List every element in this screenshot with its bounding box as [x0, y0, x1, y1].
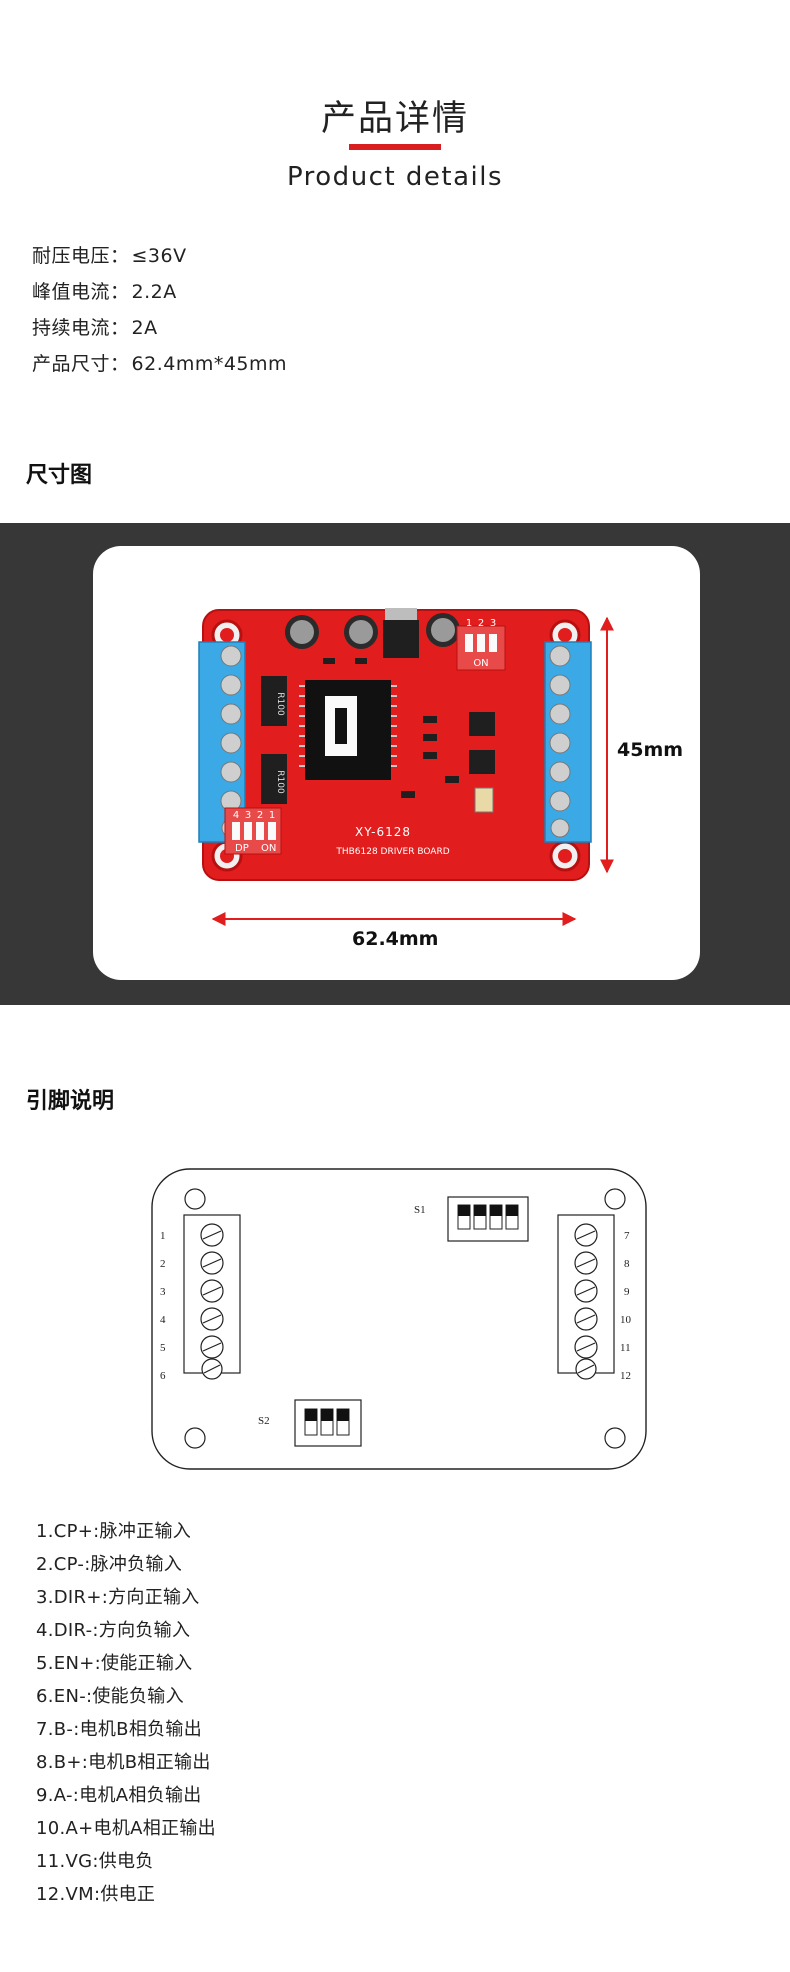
capacitor-icon [426, 613, 460, 647]
pin-description: 6.EN-:使能负输入 [36, 1686, 184, 1707]
mount-hole-icon [549, 840, 581, 872]
dimension-card: R100 R100 [93, 546, 700, 980]
pin-description: 8.B+:电机B相正输出 [36, 1752, 211, 1773]
dip-on-label: ON [473, 658, 488, 669]
spec-voltage: 耐压电压：≤36V [32, 245, 187, 267]
smd-components [323, 658, 459, 798]
pinout-drawing: S1 S2 1 2 3 4 5 6 7 8 9 10 11 12 [151, 1168, 647, 1470]
pin-number-label: 10 [620, 1314, 632, 1326]
s1-dip-switch [447, 1196, 529, 1242]
s1-label: S1 [414, 1204, 426, 1216]
page-subtitle: Product details [286, 162, 504, 192]
spec-size: 产品尺寸：62.4mm*45mm [32, 353, 288, 375]
spec-peak-current: 峰值电流：2.2A [32, 281, 177, 303]
right-terminal-block [544, 641, 592, 843]
regulator-chip [383, 608, 419, 658]
resistor-label: R100 [275, 770, 285, 794]
dip-label: 3 [490, 618, 496, 629]
pin-description: 2.CP-:脉冲负输入 [36, 1554, 183, 1575]
pin-description: 5.EN+:使能正输入 [36, 1653, 193, 1674]
width-dimension-label: 62.4mm [352, 928, 439, 950]
pin-number-label: 1 [160, 1230, 166, 1242]
dip-label: 4 [233, 810, 239, 821]
dip-label: 2 [478, 618, 484, 629]
right-screw-slots [576, 1230, 596, 1374]
title-underline [349, 144, 441, 150]
pin-number-label: 3 [160, 1286, 166, 1298]
pin-description: 4.DIR-:方向负输入 [36, 1620, 191, 1641]
dip-label: 3 [245, 810, 251, 821]
section-title-dimensions: 尺寸图 [26, 463, 93, 488]
pin-description: 10.A+电机A相正输出 [36, 1818, 216, 1839]
page-title: 产品详情 [320, 99, 469, 139]
resistor [261, 676, 287, 726]
pin-description: 7.B-:电机B相负输出 [36, 1719, 203, 1740]
dip-switch-right: 1 2 3 ON [456, 618, 506, 671]
spec-continuous-current: 持续电流：2A [32, 317, 158, 339]
pin-number-label: 5 [160, 1342, 166, 1354]
pin-number-label: 7 [624, 1230, 630, 1242]
capacitor-icon [344, 615, 378, 649]
board-name-text: THB6128 DRIVER BOARD [335, 847, 449, 857]
dip-on-label: ON [261, 843, 276, 854]
height-dimension-label: 45mm [617, 739, 684, 761]
pinout-diagram: S1 S2 1 2 3 4 5 6 7 8 9 10 11 12 [150, 1167, 648, 1472]
dip-label: 1 [269, 810, 275, 821]
dip-label: 1 [466, 618, 472, 629]
pin-description: 9.A-:电机A相负输出 [36, 1785, 202, 1806]
pin-number-label: 4 [160, 1314, 166, 1326]
driver-ic [299, 680, 397, 780]
pin-number-label: 9 [624, 1286, 630, 1298]
resistor-label: R100 [275, 692, 285, 716]
pin-number-label: 8 [624, 1258, 630, 1270]
section-title-pinout: 引脚说明 [26, 1089, 115, 1114]
left-screw-slots [202, 1230, 222, 1374]
pin-description: 11.VG:供电负 [36, 1851, 154, 1872]
pin-number-label: 12 [620, 1370, 631, 1382]
optocoupler [469, 712, 495, 736]
s2-label: S2 [258, 1415, 270, 1427]
fuse [474, 787, 494, 813]
pin-number-label: 11 [620, 1342, 631, 1354]
board-dimension-drawing: R100 R100 [198, 608, 614, 926]
pin-description: 1.CP+:脉冲正输入 [36, 1521, 192, 1542]
pin-number-label: 2 [160, 1258, 166, 1270]
mount-holes [184, 1188, 626, 1449]
pin-description: 3.DIR+:方向正输入 [36, 1587, 200, 1608]
pin-number-label: 6 [160, 1370, 166, 1382]
board-model-text: XY-6128 [355, 825, 411, 839]
resistor [261, 754, 287, 804]
dip-caption: DP [235, 843, 249, 854]
dip-switch-left: 4 3 2 1 DP ON [224, 807, 282, 855]
dip-label: 2 [257, 810, 263, 821]
s2-dip-switch [294, 1399, 362, 1447]
optocoupler [469, 750, 495, 774]
pin-description: 12.VM:供电正 [36, 1884, 156, 1905]
capacitor-icon [285, 615, 319, 649]
